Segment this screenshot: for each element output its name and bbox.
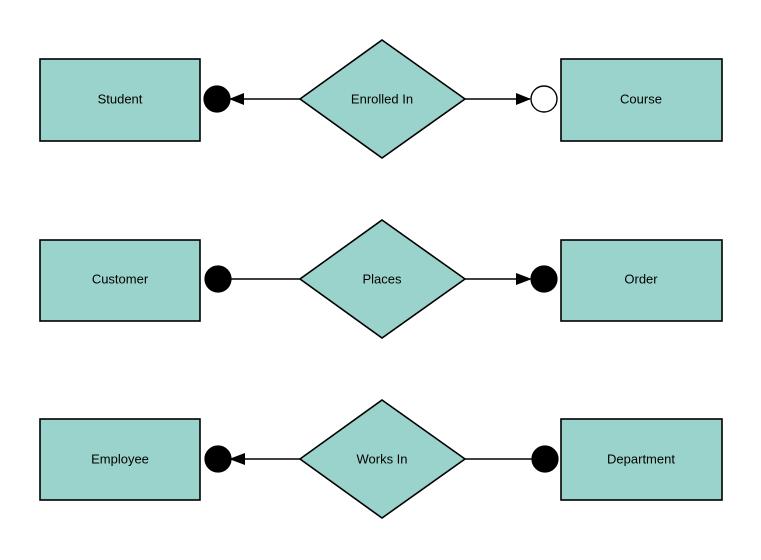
entity-box-customer[interactable] (39, 239, 201, 322)
entity-label-course: Course (620, 91, 662, 106)
filled-circle-icon-department (531, 445, 559, 473)
relationship-diamond-works-in[interactable] (298, 399, 467, 519)
arrow-right-icon-course (516, 93, 531, 105)
entity-label-customer: Customer (92, 271, 149, 286)
relationship-diamond-places[interactable] (298, 219, 467, 339)
relationship-group-places: Customer Places Order (39, 219, 723, 339)
entity-label-department: Department (607, 451, 675, 466)
hollow-circle-icon-course (530, 85, 558, 113)
relationship-label-enrolled-in: Enrolled In (351, 91, 413, 106)
arrow-left-icon-student (229, 93, 244, 105)
relationship-label-works-in: Works In (356, 451, 407, 466)
entity-box-department[interactable] (560, 418, 723, 501)
entity-label-student: Student (98, 91, 143, 106)
filled-circle-icon-customer (204, 265, 232, 293)
entity-box-student[interactable] (39, 58, 201, 142)
arrow-right-icon-order (516, 273, 532, 285)
entity-box-course[interactable] (560, 58, 723, 142)
relationship-group-works-in: Employee Works In Department (39, 399, 723, 519)
filled-circle-icon-student (203, 85, 231, 113)
arrow-left-icon-employee (229, 453, 245, 465)
relationship-label-places: Places (362, 271, 402, 286)
filled-circle-icon-employee (204, 445, 232, 473)
entity-label-employee: Employee (91, 451, 149, 466)
relationship-diamond-enrolled-in[interactable] (298, 39, 467, 159)
relationship-group-enrolled-in: Student Enrolled In Course (39, 39, 723, 159)
filled-circle-icon-order (530, 265, 558, 293)
entity-label-order: Order (624, 271, 658, 286)
entity-box-employee[interactable] (39, 418, 201, 501)
entity-box-order[interactable] (560, 239, 723, 322)
